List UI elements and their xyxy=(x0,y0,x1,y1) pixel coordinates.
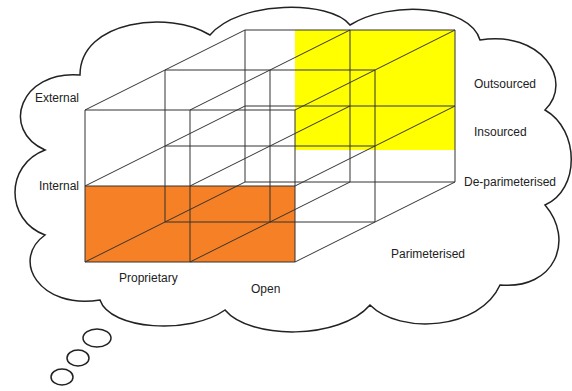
axis-label: Outsourced xyxy=(473,77,537,91)
axis-label: Parimeterised xyxy=(390,247,466,261)
axis-label: Open xyxy=(250,282,281,296)
axis-label: De-parimeterised xyxy=(463,175,557,189)
cube-edge xyxy=(455,30,456,182)
cube-edge xyxy=(295,106,455,186)
axis-label: Insourced xyxy=(473,125,528,139)
thought-cloud xyxy=(15,7,571,332)
cube-edge xyxy=(245,30,455,31)
thought-bubble xyxy=(51,369,73,385)
cube-grid xyxy=(85,30,455,262)
axis-label: External xyxy=(34,91,80,105)
cube-edge xyxy=(190,106,350,186)
cube-edge xyxy=(165,70,375,71)
cube-edge xyxy=(85,110,295,111)
axis-label: Proprietary xyxy=(118,271,179,285)
thought-bubble xyxy=(83,329,111,347)
thought-bubble xyxy=(67,350,89,366)
cube-edge xyxy=(295,30,455,110)
axis-label: Internal xyxy=(38,179,80,193)
